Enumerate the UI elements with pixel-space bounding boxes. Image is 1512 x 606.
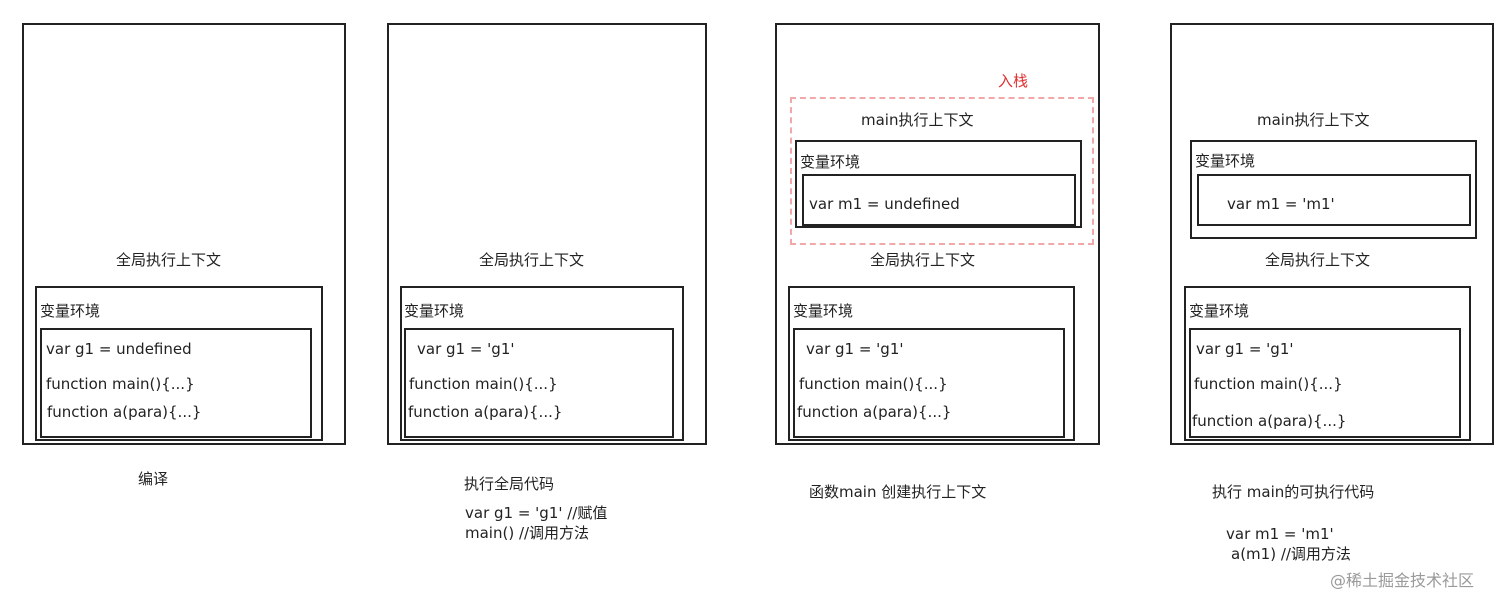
panel-4-env-inner-box [1189, 328, 1461, 438]
panel-1-caption: 编译 [138, 470, 169, 488]
panel-4-caption: 执行 main的可执行代码 [1212, 483, 1375, 501]
panel-3-main-env-label: 变量环境 [800, 153, 861, 171]
panel-4-line-2: function main(){...} [1194, 375, 1343, 393]
panel-4-main-env-box [1190, 140, 1477, 239]
panel-3-caption: 函数main 创建执行上下文 [809, 483, 987, 501]
panel-4-line-3: function a(para){...} [1192, 412, 1347, 430]
panel-1-line-1: var g1 = undefined [46, 340, 192, 358]
panel-1-global-title: 全局执行上下文 [116, 251, 222, 269]
panel-2-caption: 执行全局代码 [464, 475, 555, 493]
panel-2-global-title: 全局执行上下文 [479, 251, 585, 269]
panel-3-line-1: var g1 = 'g1' [806, 340, 904, 358]
panel-2-line-2: function main(){...} [409, 375, 558, 393]
panel-3-push-dashed-frame [790, 97, 1094, 245]
panel-1-global-env-box [35, 286, 323, 441]
panel-4-main-env-inner-box [1197, 174, 1471, 226]
panel-2-global-env-box [400, 286, 684, 441]
panel-3-env-label: 变量环境 [793, 302, 854, 320]
panel-3-main-env-box [795, 140, 1082, 228]
panel-4-frame [1170, 23, 1494, 445]
panel-3-frame [775, 23, 1100, 445]
panel-4-caption-line-1: var m1 = 'm1' [1226, 525, 1334, 543]
panel-4-line-1: var g1 = 'g1' [1196, 340, 1294, 358]
panel-2-caption-line-2: main() //调用方法 [465, 524, 590, 542]
panel-4-main-env-label: 变量环境 [1195, 152, 1256, 170]
panel-2-env-inner-box [404, 328, 674, 438]
panel-4-main-line: var m1 = 'm1' [1227, 195, 1335, 213]
panel-4-global-env-box [1184, 286, 1471, 441]
panel-3-global-title: 全局执行上下文 [870, 251, 976, 269]
panel-3-global-env-box [788, 286, 1075, 441]
panel-2-frame [387, 23, 707, 445]
panel-1-frame [22, 23, 346, 445]
panel-4-global-title: 全局执行上下文 [1265, 251, 1371, 269]
panel-3-env-inner-box [793, 328, 1065, 438]
panel-3-push-label: 入栈 [998, 72, 1029, 90]
panel-3-line-3: function a(para){...} [797, 403, 952, 421]
panel-1-line-2: function main(){...} [46, 375, 195, 393]
panel-3-line-2: function main(){...} [799, 375, 948, 393]
panel-2-caption-line-1: var g1 = 'g1' //赋值 [465, 504, 608, 522]
panel-4-caption-line-2: a(m1) //调用方法 [1231, 545, 1351, 563]
panel-4-main-title: main执行上下文 [1257, 111, 1370, 129]
panel-3-main-title: main执行上下文 [861, 111, 974, 129]
watermark: @稀土掘金技术社区 [1330, 571, 1475, 590]
panel-2-line-3: function a(para){...} [408, 403, 563, 421]
panel-3-main-line: var m1 = undefined [809, 195, 960, 213]
panel-2-env-label: 变量环境 [404, 302, 465, 320]
panel-1-line-3: function a(para){...} [47, 403, 202, 421]
panel-1-env-inner-box [40, 328, 312, 438]
panel-2-line-1: var g1 = 'g1' [417, 340, 515, 358]
panel-4-env-label: 变量环境 [1189, 302, 1250, 320]
panel-1-env-label: 变量环境 [40, 302, 101, 320]
panel-3-main-env-inner-box [802, 174, 1076, 226]
